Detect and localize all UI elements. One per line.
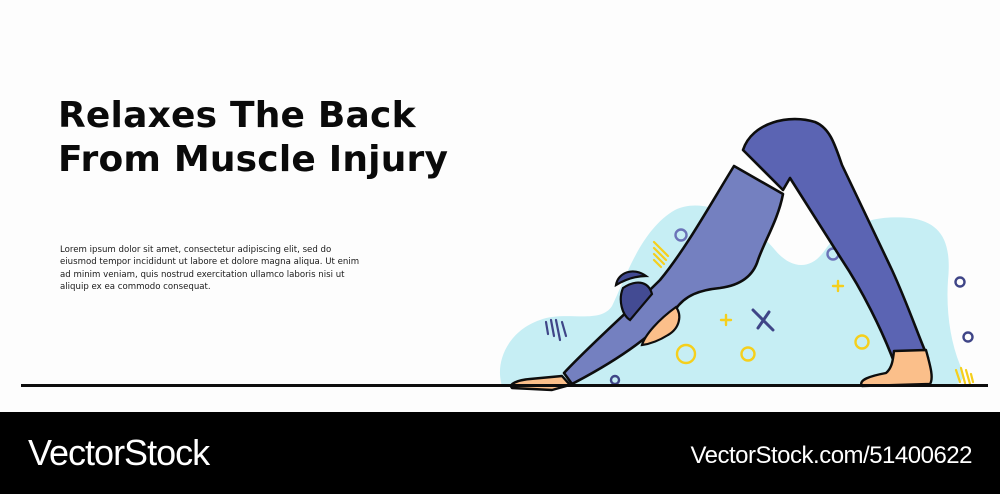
back-foot xyxy=(860,348,933,388)
headline-line-1: Relaxes The Back xyxy=(58,95,416,136)
rear-hand xyxy=(640,305,681,347)
watermark-footer: VectorStock VectorStock.com/51400622 xyxy=(0,412,1000,494)
back-leg xyxy=(741,117,930,364)
body-paragraph: Lorem ipsum dolor sit amet, consectetur … xyxy=(60,245,360,293)
ground-line xyxy=(21,384,988,387)
banner-canvas: Relaxes The Back From Muscle Injury Lore… xyxy=(21,94,988,392)
decorative-crosses-icon xyxy=(719,279,845,332)
torso-and-arm xyxy=(562,164,785,386)
decorative-hatch-icon xyxy=(544,240,975,386)
decorative-circles-icon xyxy=(609,228,974,386)
hair-bun xyxy=(614,270,650,288)
head-hair xyxy=(619,281,654,322)
brand-logo: VectorStock xyxy=(28,432,210,473)
headline: Relaxes The Back From Muscle Injury xyxy=(58,94,448,182)
headline-line-2: From Muscle Injury xyxy=(58,139,449,180)
yoga-illustration xyxy=(499,117,975,392)
image-reference: VectorStock.com/51400622 xyxy=(690,442,972,469)
